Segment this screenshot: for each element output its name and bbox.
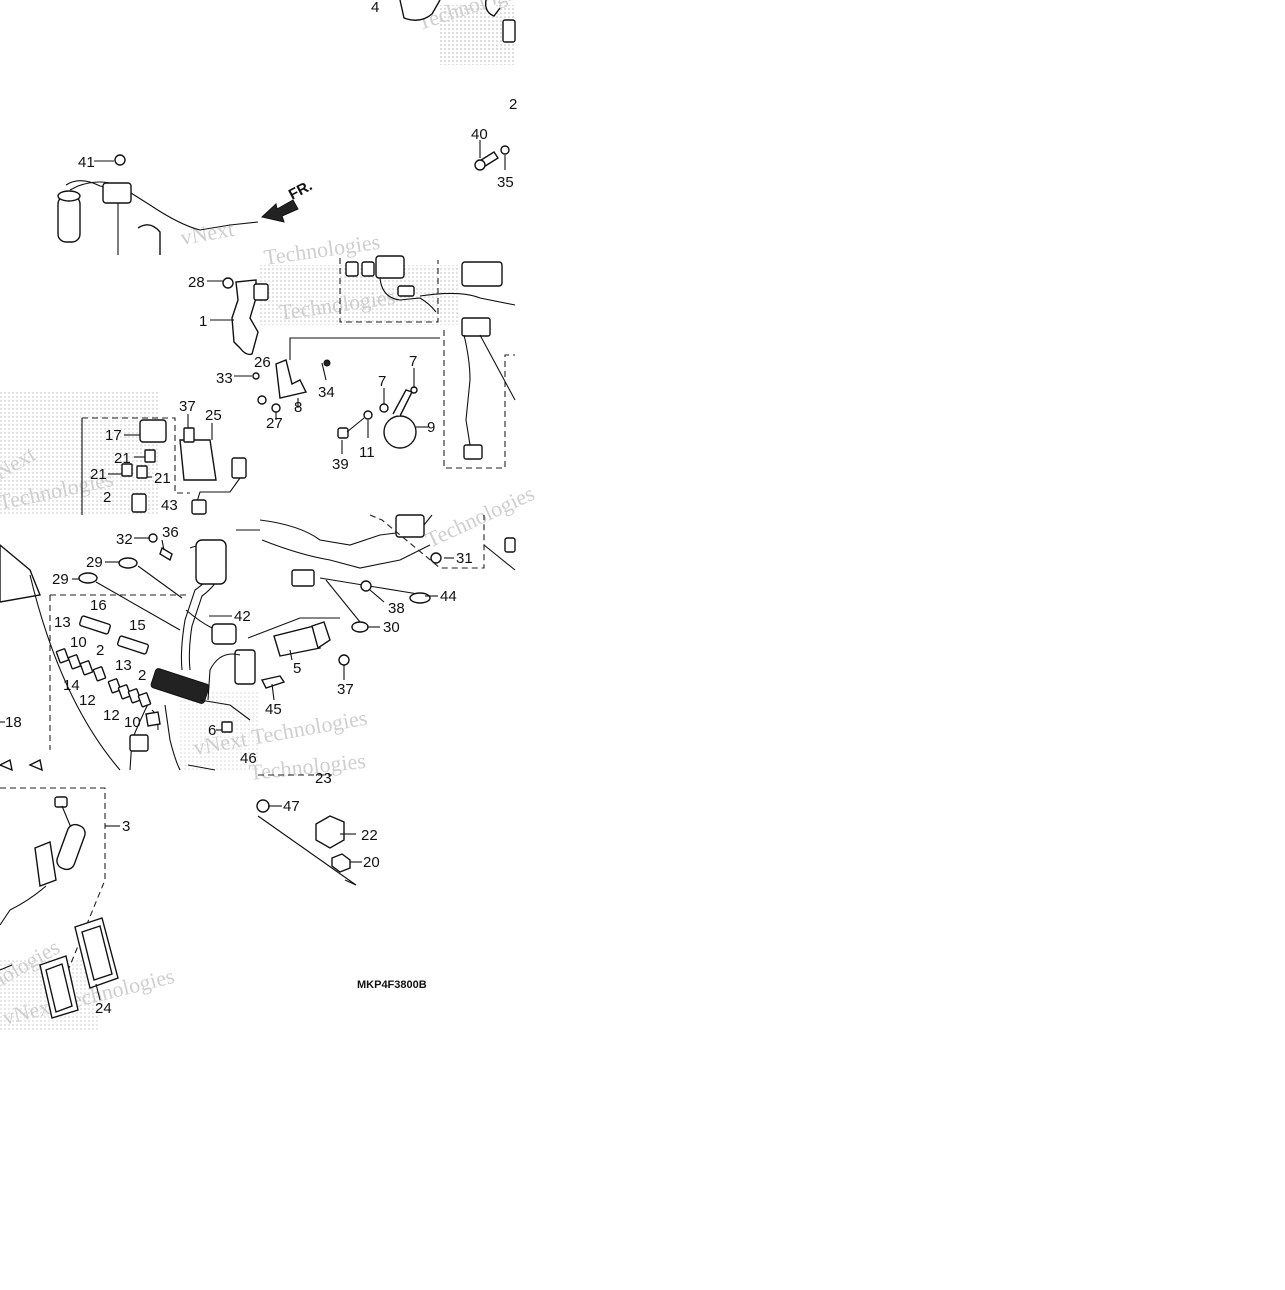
callout-label: 25 [205, 407, 222, 424]
watermark-text: vNext [179, 216, 236, 250]
callout-label: 44 [440, 588, 457, 605]
callout-label: 15 [129, 617, 146, 634]
callout-label: 35 [497, 174, 514, 191]
callout-label: 5 [293, 660, 301, 677]
callout-label: 37 [179, 398, 196, 415]
callout-label: 10 [70, 634, 87, 651]
callout-label: 13 [54, 614, 71, 631]
callout-label: 14 [63, 677, 80, 694]
callout-label: 28 [188, 274, 205, 291]
callout-label: 6 [208, 722, 216, 739]
part-drawings [0, 0, 516, 1019]
callout-label: 31 [456, 550, 473, 567]
callout-label: 21 [114, 450, 131, 467]
callout-label: 2 [96, 642, 104, 659]
callout-label: 2 [103, 489, 111, 506]
leader-lines [0, 140, 506, 1001]
callout-label: 47 [283, 798, 300, 815]
callout-label: 16 [90, 597, 107, 614]
callout-label: 46 [240, 750, 257, 767]
callout-label: 34 [318, 384, 335, 401]
watermark-text: Technologies [422, 480, 539, 552]
callout-label: 11 [359, 444, 375, 461]
callout-label: 37 [337, 681, 354, 698]
callout-label: 29 [52, 571, 69, 588]
callout-label: 26 [254, 354, 271, 371]
callout-label: 36 [162, 524, 179, 541]
callout-label: 8 [294, 399, 302, 416]
callout-label: 39 [332, 456, 349, 473]
callout-label: 4 [371, 0, 379, 16]
callout-label: 29 [86, 554, 103, 571]
callout-label: 33 [216, 370, 233, 387]
callout-label: 21 [90, 466, 107, 483]
callout-label: 13 [115, 657, 132, 674]
callout-label: 38 [388, 600, 405, 617]
callout-label: 32 [116, 531, 133, 548]
front-direction-label: FR. [286, 177, 315, 203]
callout-label: 21 [154, 470, 171, 487]
callout-label: 30 [383, 619, 400, 636]
callout-label: 12 [79, 692, 96, 709]
callout-label: 41 [78, 154, 95, 171]
callout-label: 9 [427, 419, 435, 436]
callout-label: 23 [315, 770, 332, 787]
callout-label: 1 [199, 313, 207, 330]
callout-label: 2 [509, 96, 517, 113]
callout-labels: 4 2 40 35 41 28 1 26 33 34 8 27 7 7 9 11… [5, 0, 517, 1017]
callout-label: 7 [409, 353, 417, 370]
callout-label: 17 [105, 427, 122, 444]
watermark-text: Technologies [248, 748, 367, 785]
callout-label: 2 [138, 667, 146, 684]
callout-label: 18 [5, 714, 22, 731]
callout-label: 10 [124, 714, 141, 731]
callout-label: 7 [378, 373, 386, 390]
callout-label: 20 [363, 854, 380, 871]
callout-label: 43 [161, 497, 178, 514]
callout-label: 24 [95, 1000, 112, 1017]
callout-label: 27 [266, 415, 283, 432]
callout-label: 3 [122, 818, 130, 835]
callout-label: 12 [103, 707, 120, 724]
callout-label: 42 [234, 608, 251, 625]
callout-label: 40 [471, 126, 488, 143]
drawing-code: MKP4F3800B [357, 979, 427, 991]
callout-label: 22 [361, 827, 378, 844]
callout-label: 45 [265, 701, 282, 718]
